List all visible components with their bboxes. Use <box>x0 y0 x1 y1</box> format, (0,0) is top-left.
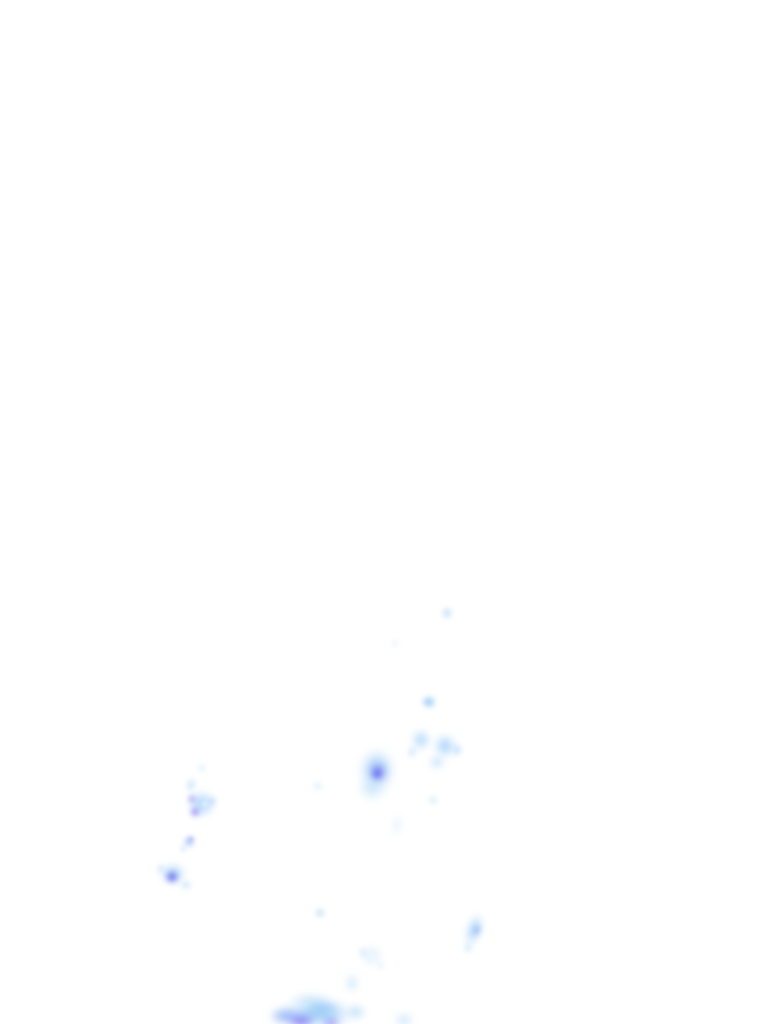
bottom-mass-top <box>280 992 340 1008</box>
dot-center <box>313 907 327 919</box>
diag-blob-body <box>457 904 491 956</box>
ring-dark-spot-2 <box>188 805 202 819</box>
ring-dark-spot-1 <box>186 793 198 805</box>
blob-small-upper <box>419 693 439 711</box>
bottom-mass-core-1 <box>281 1012 321 1024</box>
mark-angular <box>181 834 197 850</box>
ring-right-accent <box>207 796 217 806</box>
hollow-wisp-lower <box>376 961 386 971</box>
hollow-wisp-edge <box>358 944 368 960</box>
m-cluster-edge <box>450 741 464 759</box>
m-cluster-tail <box>403 741 421 763</box>
lowleft-nub <box>156 863 166 875</box>
ring-wisp-top <box>182 773 200 797</box>
hollow-wisp-mask <box>367 950 379 964</box>
dot-faint <box>390 638 400 648</box>
diag-blob-core <box>469 920 485 940</box>
bottom-mass-body <box>265 996 369 1024</box>
ring-body <box>184 786 220 822</box>
bottom-right-patch <box>391 1011 417 1024</box>
dot-mid-left <box>311 780 325 792</box>
mark-angular-tip <box>187 835 195 843</box>
stem <box>344 970 360 996</box>
lowleft-body <box>156 860 190 888</box>
diag-blob-tail <box>462 940 474 956</box>
lowleft-core <box>163 869 181 885</box>
dot-mid-right <box>426 794 440 806</box>
bottom-mass-right <box>343 1002 369 1022</box>
ring-hole-mask <box>200 799 210 809</box>
m-cluster-left <box>408 726 434 754</box>
main-blob-core <box>367 760 389 784</box>
blob-small-upper-core <box>423 697 433 707</box>
main-blob-body <box>354 742 400 798</box>
mark-angular-tail <box>179 844 187 854</box>
main-blob-core-dark <box>371 767 383 781</box>
hollow-wisp <box>358 942 386 970</box>
wisp-vertical <box>388 809 406 841</box>
m-cluster-lower <box>427 753 447 771</box>
dot-top <box>440 605 454 621</box>
main-blob-halo <box>354 772 390 804</box>
bottom-mass-left <box>263 1004 307 1024</box>
bottom-mass-mid <box>296 998 348 1018</box>
m-cluster-right <box>430 730 460 762</box>
dot-left-top <box>197 763 207 773</box>
bottom-mass-core-2 <box>318 1016 344 1024</box>
lowleft-tail <box>178 879 194 891</box>
